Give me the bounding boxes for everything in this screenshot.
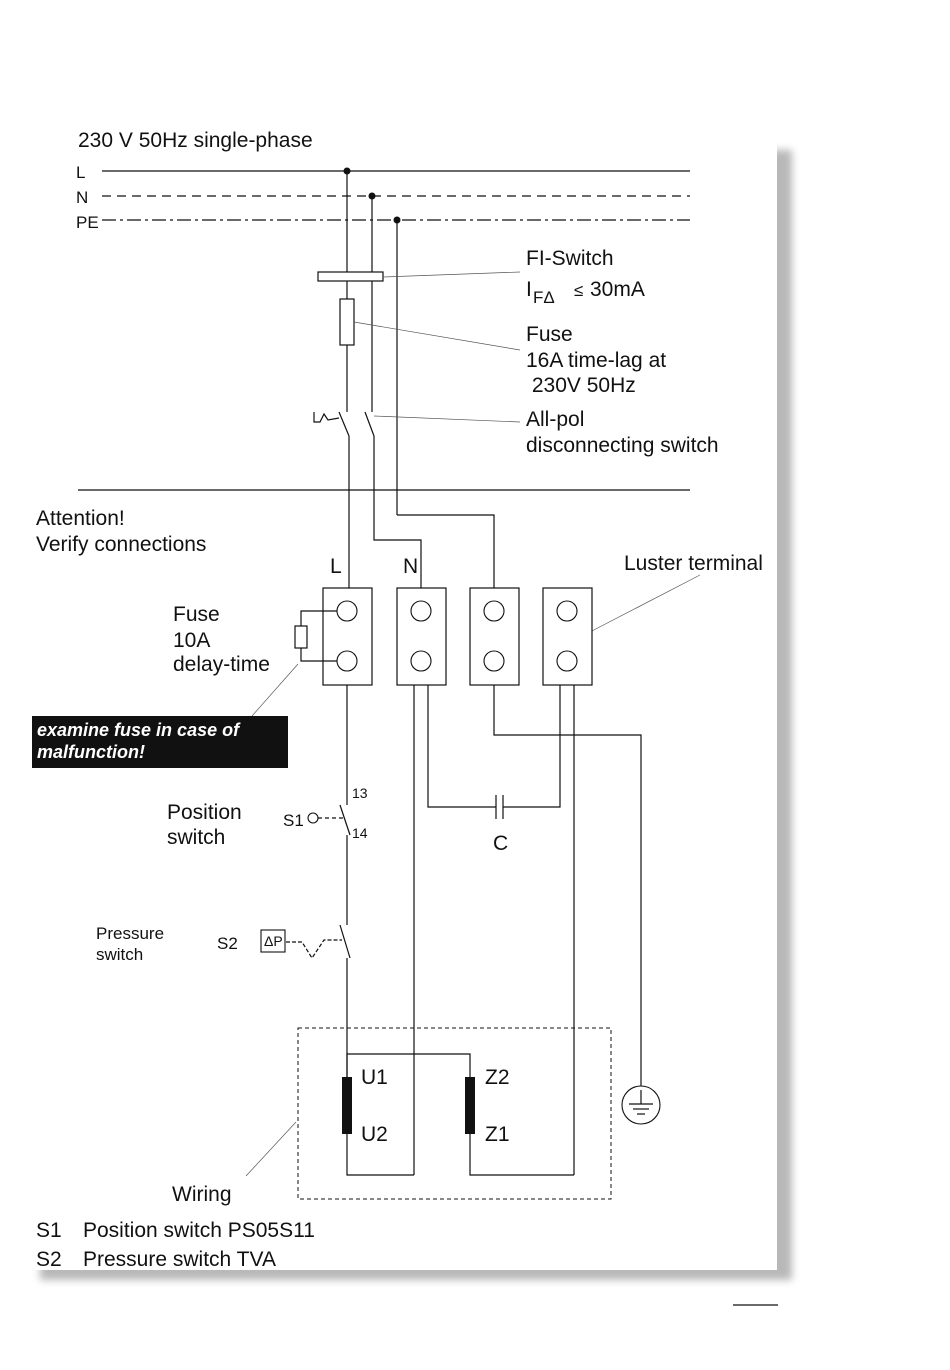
wire-pe-to-terminal [397,514,495,590]
position-switch-line2: switch [167,826,225,849]
position-switch-pin-bottom: 14 [352,825,368,841]
fi-switch-title: FI-Switch [526,247,614,270]
wire-pe-to-ground [493,685,642,1088]
line-label-l: L [76,163,85,182]
main-fuse-symbol [339,298,355,346]
wire-n-to-terminal [373,436,422,590]
wiring-leader [245,1121,297,1177]
motor-u2: U2 [361,1123,388,1146]
winding-z [465,1077,475,1134]
terminal-screw [336,650,358,672]
terminal-screw [483,650,505,672]
pressure-switch-line1: Pressure [96,924,164,943]
small-fuse-symbol [294,625,308,649]
terminal-screw [556,650,578,672]
position-switch-tag: S1 [283,811,304,830]
main-fuse-line1: Fuse [526,323,573,346]
legend-s1-code: S1 [36,1219,62,1242]
small-fuse-line3: delay-time [173,653,270,676]
legend-s1-text: Position switch PS05S11 [83,1219,315,1242]
line-label-n: N [76,188,88,207]
terminal-screw [410,600,432,622]
motor-z1: Z1 [485,1123,510,1146]
motor-z1-wire [469,1134,574,1176]
fi-rating-op: ≤ [574,281,583,300]
page-sheet [30,140,777,1270]
main-fuse-line3: 230V 50Hz [526,374,636,397]
motor-wiring-box [297,1027,612,1200]
disconnect-line2: disconnecting switch [526,434,719,457]
position-switch-contact [339,804,351,836]
warning-leader [251,663,299,717]
position-switch-pin-top: 13 [352,785,368,801]
pressure-switch-tag: S2 [217,934,238,953]
motor-top-wire [346,1053,471,1080]
luster-terminal-label: Luster terminal [624,552,763,575]
terminal-label-l: L [330,555,342,578]
line-label-pe: PE [76,213,99,232]
terminal-label-n: N [403,555,418,578]
main-fuse-leader [353,321,521,351]
fi-switch-symbol [317,271,384,282]
terminal-screw [336,600,358,622]
attention-line1: Attention! [36,507,125,530]
legend-s2-code: S2 [36,1248,62,1271]
pressure-switch-actuator [286,939,342,960]
legend-s2-text: Pressure switch TVA [83,1248,276,1271]
wire-cap-left [427,685,496,808]
fi-rating-i: I [526,278,532,301]
fuse-warning-box: examine fuse in case of malfunction! [32,716,288,768]
pressure-switch-symbol-box [260,929,286,953]
wire-cap-right [503,685,561,808]
terminal-screw [556,600,578,622]
pressure-switch-contact [339,924,351,959]
luster-terminal-leader [589,574,701,633]
attention-line2: Verify connections [36,533,206,556]
small-fuse-line2: 10A [173,629,210,652]
wiring-label: Wiring [172,1183,232,1206]
motor-z2: Z2 [485,1066,510,1089]
motor-u2-wire [346,1134,414,1176]
pressure-switch-symbol: ΔP [264,933,283,949]
position-switch-roller [307,812,319,824]
main-fuse-line2: 16A time-lag at [526,349,666,372]
motor-u1: U1 [361,1066,388,1089]
position-switch-line1: Position [167,801,242,824]
terminal-screw [410,650,432,672]
fi-rating-sub: FΔ [533,288,555,307]
disconnect-contact-l [338,411,350,437]
fi-switch-leader [382,271,521,278]
disconnect-actuator [313,412,340,423]
supply-title: 230 V 50Hz single-phase [78,129,313,152]
terminal-block [322,587,593,686]
capacitor-label: C [493,832,508,855]
pressure-switch-line2: switch [96,945,143,964]
fi-rating-val: 30mA [590,278,645,301]
disconnect-contact-n [364,411,375,437]
terminal-screw [483,600,505,622]
disconnect-line1: All-pol [526,408,584,431]
warning-line1: examine fuse in case of [37,720,240,740]
winding-u [342,1077,352,1134]
small-fuse-line1: Fuse [173,603,220,626]
disconnect-leader [373,415,521,423]
warning-line2: malfunction! [37,742,145,762]
ground-symbol [621,1085,661,1125]
